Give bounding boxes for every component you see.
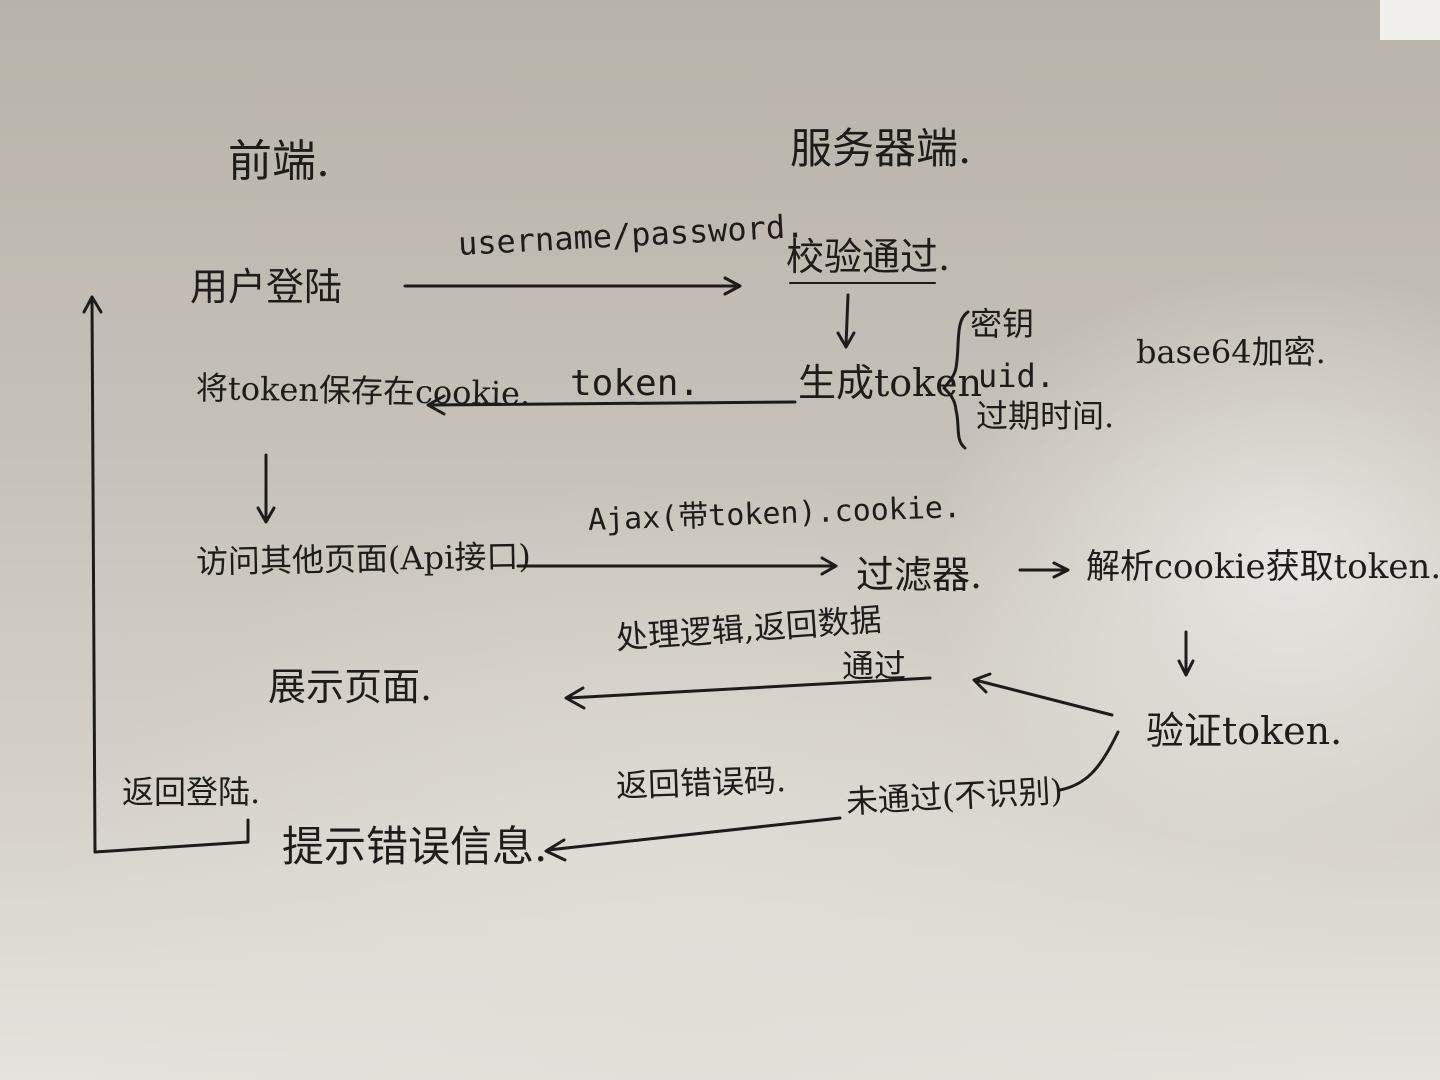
step-validate-token: 验证token. [1146,709,1343,753]
step-save-token: 将token保存在cookie. [195,369,531,413]
edge-return-error: 返回错误码. [615,761,787,805]
step-visit-page: 访问其他页面(Api接口) [195,537,532,581]
step-show-error: 提示错误信息. [282,822,548,871]
step-verify-pass: 校验通过. [786,235,951,279]
step-back-to-login: 返回登陆. [122,773,261,811]
paper-corner [1380,0,1440,40]
arrow-parse-to-validate [1177,630,1195,677]
arrow-token-return [426,394,797,416]
arrow-validate-to-passed [972,672,1114,717]
edge-passed: 通过 [842,647,907,685]
step-base64: base64加密. [1136,333,1326,371]
arrow-ajax [516,556,838,576]
step-user-login: 用户登陆 [190,265,343,309]
step-show-page: 展示页面. [268,665,433,709]
step-filter: 过滤器. [856,553,983,597]
arrow-return-data [564,676,932,710]
token-part-expiry: 过期时间. [976,397,1115,435]
token-part-uid: uid. [978,357,1056,395]
arrow-credentials [403,276,742,296]
arrow-filter-to-parse [1018,561,1070,579]
token-part-secret: 密钥 [970,305,1035,343]
arrow-verify-to-generate [836,293,856,349]
token-parts-brace [942,310,970,450]
server-header: 服务器端. [790,124,972,173]
step-generate-token: 生成token [798,361,983,405]
frontend-header: 前端. [228,136,330,187]
arrow-back-to-login [82,295,250,854]
arrow-save-to-visit [256,453,276,524]
arrow-return-error [544,816,842,862]
step-parse-cookie: 解析cookie获取token. [1086,547,1440,587]
arrow-validate-to-failed [1058,730,1120,792]
edge-token: token. [570,363,701,404]
